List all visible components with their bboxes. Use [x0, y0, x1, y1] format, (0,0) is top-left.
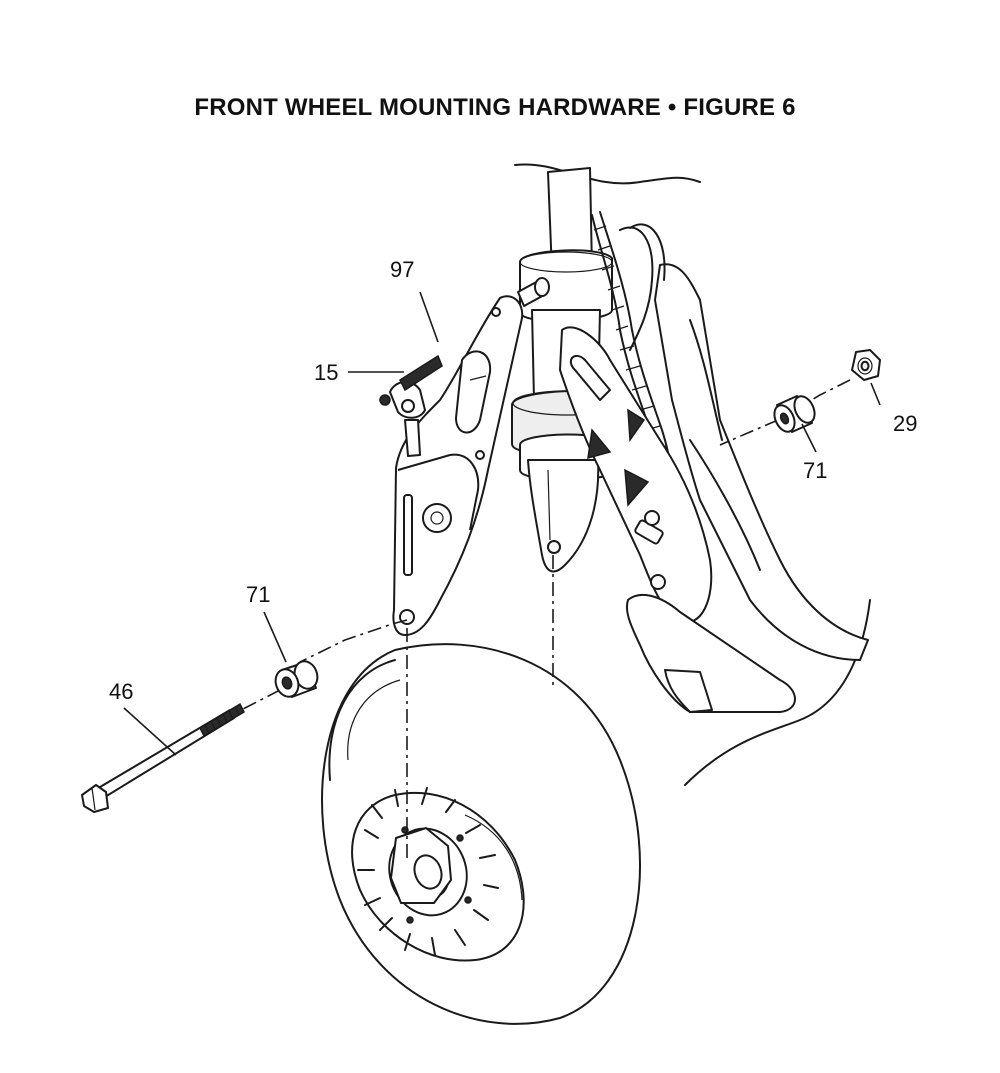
part-71-right-spacer — [773, 395, 816, 433]
part-15-adjuster — [379, 354, 443, 457]
callout-71-right: 71 — [803, 458, 827, 483]
figure-title: FRONT WHEEL MOUNTING HARDWARE • FIGURE 6 — [194, 94, 796, 121]
assembly-lines — [229, 379, 851, 860]
callout-29: 29 — [893, 411, 917, 436]
callout-15: 15 — [314, 360, 338, 385]
left-fork-plate — [392, 277, 550, 636]
part-46-axle-bolt — [81, 702, 245, 813]
leader-lines — [123, 291, 881, 756]
frame-body — [514, 163, 871, 786]
callout-71-left: 71 — [246, 582, 270, 607]
part-71-left-spacer — [274, 660, 319, 698]
callout-97: 97 — [390, 257, 414, 282]
callout-46: 46 — [109, 679, 133, 704]
front-wheel — [321, 643, 641, 1025]
part-29-hex-nut — [851, 349, 881, 381]
right-suspension-arm — [559, 326, 796, 713]
center-fork-leg — [527, 459, 600, 573]
